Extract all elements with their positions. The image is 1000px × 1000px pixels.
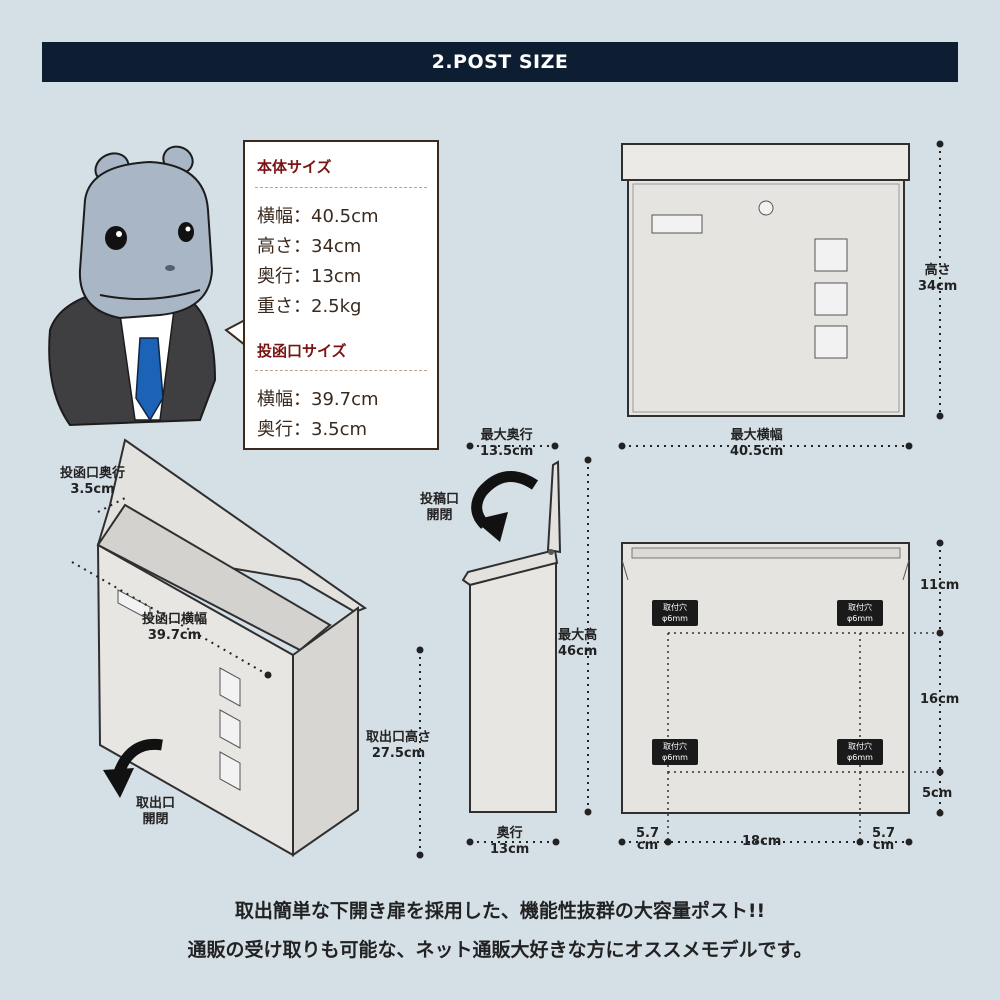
caption-line-2: 通販の受け取りも可能な、ネット通販大好きな方にオススメモデルです。	[187, 939, 813, 961]
dim-mid-label: 16cm	[920, 692, 960, 707]
spec-depth: 奥行：13cm	[257, 266, 362, 287]
divider	[255, 187, 427, 188]
spec-height: 高さ：34cm	[257, 236, 362, 257]
dim-bottom-label: 5cm	[922, 786, 953, 801]
spec-slot-depth: 奥行：3.5cm	[257, 419, 368, 440]
slot-size-heading: 投函口サイズ	[257, 342, 347, 360]
isometric-view-drawing	[71, 438, 424, 859]
lid-open-label: 投稿口開閉	[420, 492, 460, 523]
dim-top-label: 11cm	[920, 578, 960, 593]
divider	[255, 370, 427, 371]
spec-box: 本体サイズ 横幅：40.5cm 高さ：34cm 奥行：13cm 重さ：2.5kg…	[243, 140, 439, 450]
outlet-open-label: 取出口開閉	[136, 796, 176, 827]
spec-weight: 重さ：2.5kg	[257, 296, 362, 317]
hippo-mascot-illustration	[48, 145, 217, 427]
side-view-drawing	[461, 442, 592, 846]
back-view-drawing	[618, 539, 944, 846]
front-view-drawing	[618, 140, 944, 450]
spec-slot-width: 横幅：39.7cm	[257, 389, 379, 410]
caption-line-1: 取出簡単な下開き扉を採用した、機能性抜群の大容量ポスト!!	[234, 900, 766, 922]
body-size-heading: 本体サイズ	[257, 158, 332, 176]
spec-width: 横幅：40.5cm	[257, 206, 379, 227]
section-banner: 2.POST SIZE	[42, 42, 958, 82]
dim-center-label: 18cm	[742, 834, 782, 849]
